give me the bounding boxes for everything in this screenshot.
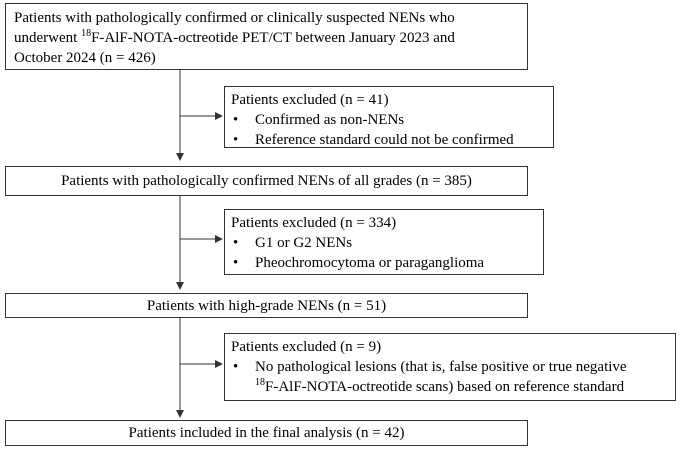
- initial-line3: October 2024 (n = 426): [14, 50, 156, 66]
- excluded-2-title: Patients excluded (n = 334): [231, 215, 397, 231]
- high-grade-text: Patients with high-grade NENs (n = 51): [146, 298, 387, 314]
- excluded-3-title: Patients excluded (n = 9): [231, 339, 382, 355]
- excluded-1-item: •Reference standard could not be confirm…: [233, 132, 514, 148]
- box-excluded-3: Patients excluded (n = 9) •No pathologic…: [224, 333, 676, 401]
- fluorine-18-superscript: 18: [81, 28, 92, 39]
- excluded-3-item-continued: 18F-AlF-NOTA-octreotide scans) based on …: [255, 377, 625, 396]
- initial-line1: Patients with pathologically confirmed o…: [14, 10, 455, 26]
- excluded-1-item: •Confirmed as non-NENs: [233, 112, 405, 128]
- confirmed-nens-text: Patients with pathologically confirmed N…: [61, 173, 472, 189]
- excluded-2-item: •Pheochromocytoma or paraganglioma: [233, 255, 485, 271]
- excluded-2-item: •G1 or G2 NENs: [233, 235, 353, 251]
- box-excluded-2: Patients excluded (n = 334) •G1 or G2 NE…: [224, 209, 544, 275]
- box-excluded-1: Patients excluded (n = 41) •Confirmed as…: [224, 86, 554, 148]
- box-initial-cohort: Patients with pathologically confirmed o…: [5, 3, 528, 70]
- box-final-analysis: Patients included in the final analysis …: [5, 420, 528, 446]
- excluded-3-item: •No pathological lesions (that is, false…: [233, 359, 627, 375]
- box-confirmed-nens: Patients with pathologically confirmed N…: [5, 166, 528, 196]
- initial-line2: underwent 18F-AlF-NOTA-octreotide PET/CT…: [14, 28, 455, 47]
- box-high-grade-nens: Patients with high-grade NENs (n = 51): [5, 293, 528, 318]
- final-analysis-text: Patients included in the final analysis …: [128, 425, 405, 441]
- excluded-1-title: Patients excluded (n = 41): [231, 92, 389, 108]
- fluorine-18-superscript: 18: [255, 377, 265, 388]
